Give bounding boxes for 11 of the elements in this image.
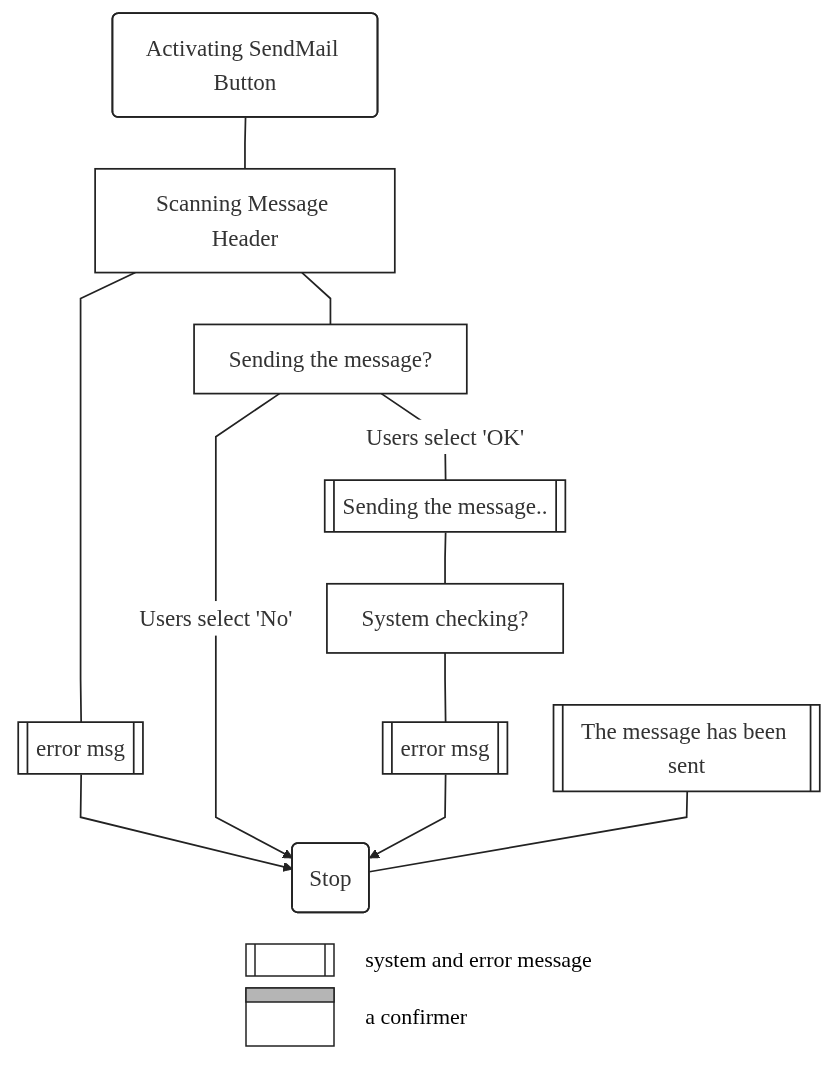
node-box: System checking? bbox=[325, 582, 564, 654]
edge-label: Users select 'No' bbox=[138, 605, 292, 631]
node-box: Sending the message? bbox=[192, 323, 468, 395]
legend-text: system and error message bbox=[365, 947, 592, 973]
arrow bbox=[368, 773, 446, 859]
node-box: Scanning Message Header bbox=[93, 167, 396, 274]
connector bbox=[443, 531, 446, 585]
connector bbox=[300, 271, 331, 326]
legend-text: a confirmer bbox=[365, 1004, 468, 1030]
connector bbox=[243, 116, 246, 170]
edge-label: Users select 'OK' bbox=[365, 423, 524, 450]
